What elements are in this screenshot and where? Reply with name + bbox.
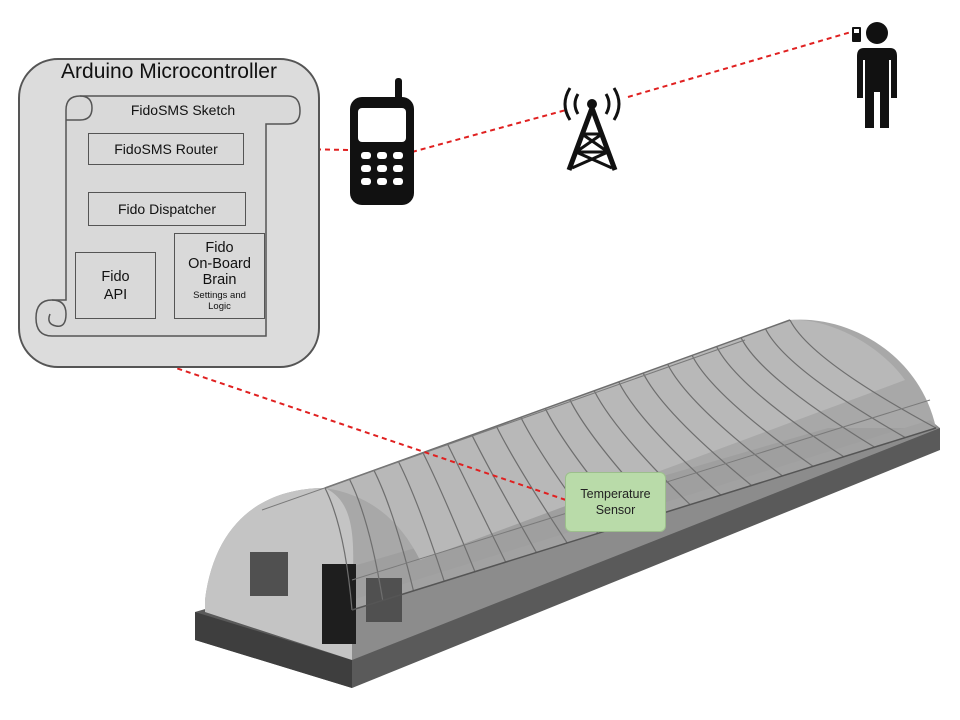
microcontroller-title: Arduino Microcontroller [61, 60, 277, 83]
router-label: FidoSMS Router [114, 141, 218, 157]
cell-tower-icon [563, 87, 621, 171]
sketch-scroll-shape [35, 95, 301, 337]
brain-label-line3: Brain [202, 272, 237, 288]
roof-rib [789, 319, 937, 429]
roof-rib [764, 328, 906, 439]
sensor-label-line2: Sensor [595, 503, 636, 517]
sensor-label-line1: Temperature [580, 487, 651, 501]
tower-to-person-line [627, 29, 859, 98]
roof-rib [324, 487, 353, 611]
roof-rib [618, 381, 722, 496]
roof-rib [446, 443, 507, 563]
brain-sub-line1: Settings and [193, 290, 246, 301]
sketch-label: FidoSMS Sketch [130, 102, 236, 118]
roof-rib [593, 390, 691, 506]
roof-rib [691, 355, 814, 467]
api-label-line2: API [103, 286, 128, 303]
roof-rib [716, 346, 845, 458]
roof-rib [348, 478, 384, 601]
roof-rib [740, 337, 875, 448]
roof-rib [397, 461, 445, 582]
roof-rib [667, 363, 783, 477]
roof-rib [373, 470, 415, 591]
api-box: Fido API [75, 252, 156, 319]
brain-box: Fido On-Board Brain Settings and Logic [174, 233, 265, 319]
brain-label-line1: Fido [205, 240, 234, 256]
roof-rib [495, 425, 568, 544]
phone-to-tower-line [411, 109, 567, 153]
brain-label-line2: On-Board [188, 256, 251, 272]
greenhouse-illustration [195, 319, 940, 688]
brain-sub-line2: Logic [208, 301, 231, 312]
roof-rib [422, 452, 476, 572]
roof-rib [471, 434, 537, 553]
dispatcher-label: Fido Dispatcher [117, 201, 217, 217]
api-to-sensor-line [113, 317, 567, 501]
person-icon [852, 22, 897, 128]
roof-rib [642, 372, 752, 486]
dispatcher-box: Fido Dispatcher [88, 192, 246, 226]
temperature-sensor-box: Temperature Sensor [565, 472, 666, 532]
mobile-phone-icon [350, 78, 414, 205]
router-box: FidoSMS Router [88, 133, 244, 165]
api-label-line1: Fido [101, 268, 130, 285]
